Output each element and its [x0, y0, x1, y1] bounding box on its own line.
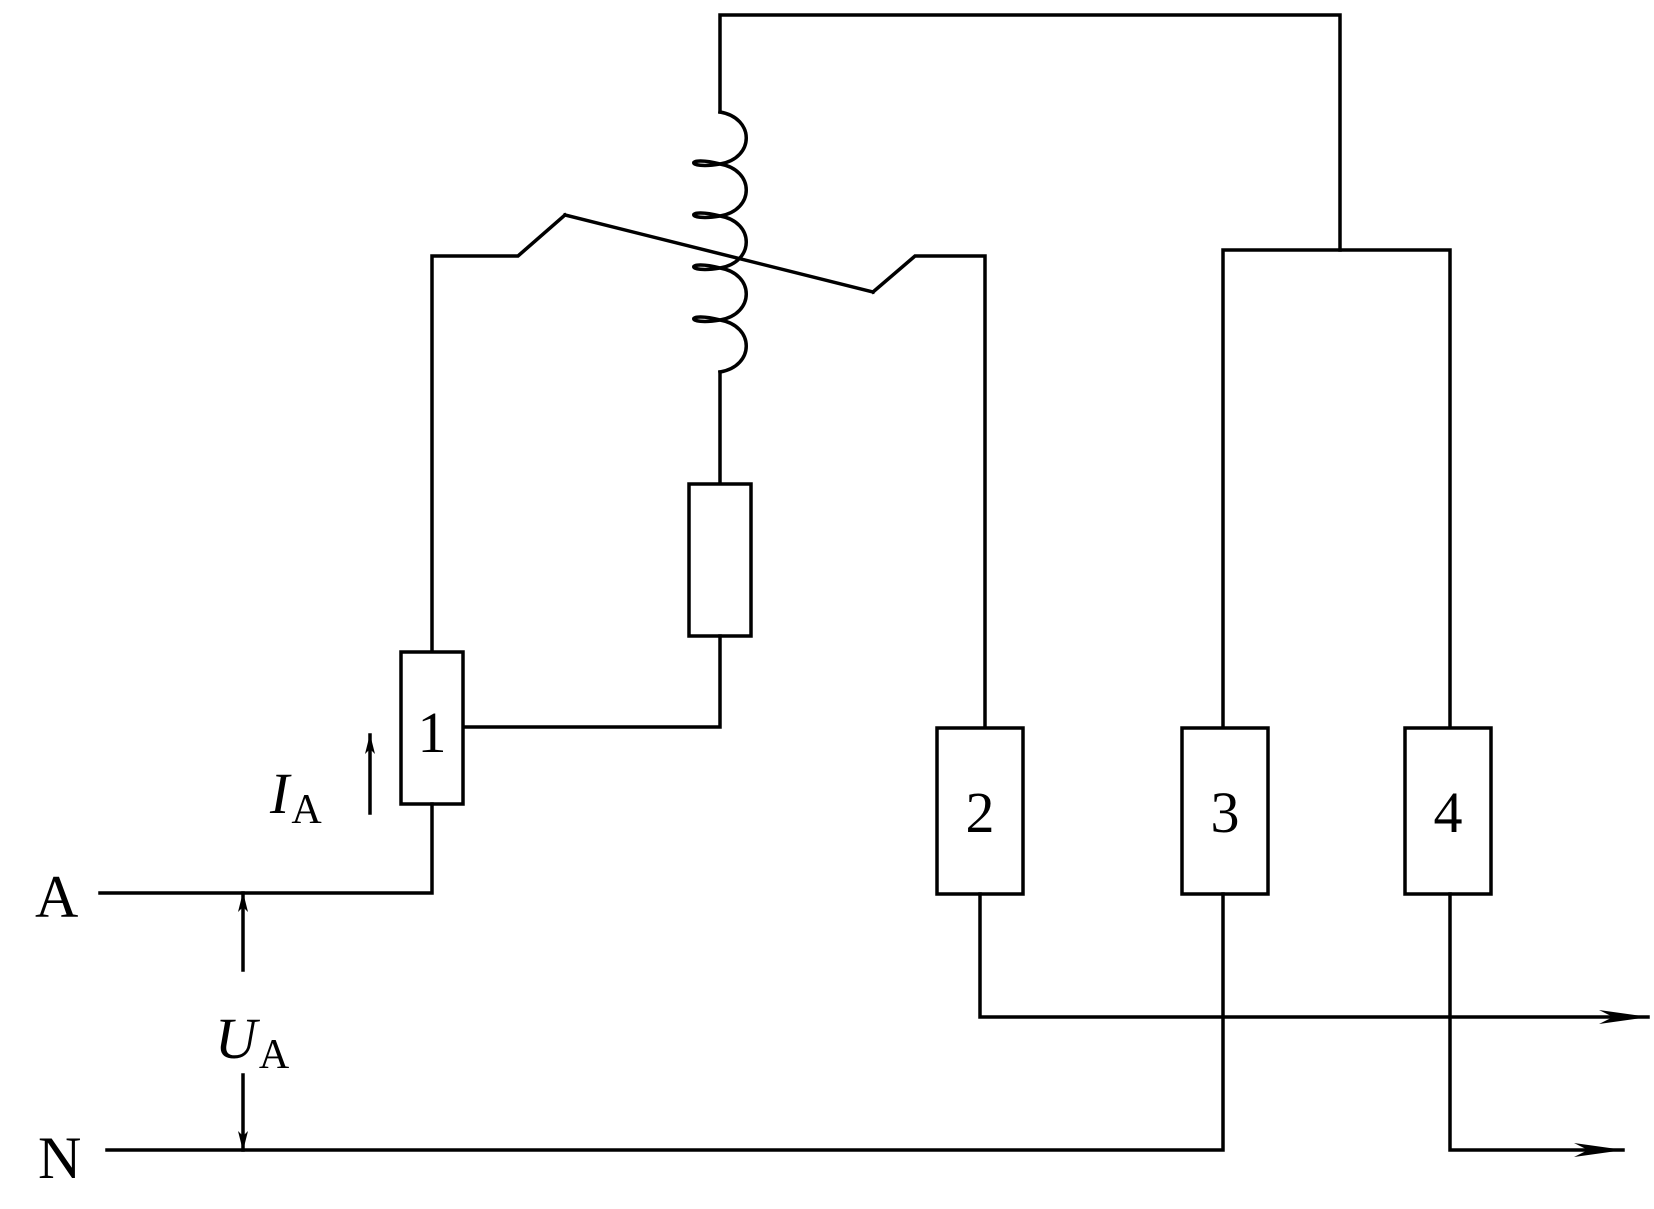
output-wire-terminal-2	[978, 892, 1650, 1024]
switch-blade	[562, 212, 876, 295]
terminal-3-box	[1180, 726, 1270, 896]
terminal-4-box	[1403, 726, 1493, 896]
terminal-2-label: 2	[966, 780, 995, 845]
terminal-3-label: 3	[1211, 780, 1240, 845]
right-bus-wire	[1221, 248, 1452, 730]
terminal-1-label: 1	[418, 700, 447, 765]
current-symbol: I	[269, 761, 292, 826]
line-n-label: N	[38, 1125, 81, 1191]
terminal-4-label: 4	[1434, 780, 1463, 845]
line-n-wire	[105, 892, 1225, 1152]
current-path-right-wire	[870, 254, 987, 730]
resistor-to-terminal1-wire	[461, 634, 722, 729]
voltage-symbol: U	[215, 1006, 261, 1071]
terminal-2-box	[935, 726, 1025, 896]
output-wire-terminal-4	[1448, 892, 1625, 1157]
current-subscript: A	[291, 787, 322, 833]
voltage-coil	[692, 109, 748, 375]
current-label: IA	[269, 761, 322, 833]
line-a-wire	[98, 802, 434, 895]
resistor	[687, 482, 753, 638]
top-loop-wire	[718, 13, 1342, 252]
current-path-left-wire	[430, 212, 568, 654]
voltage-subscript: A	[259, 1032, 290, 1078]
line-a-label: A	[35, 864, 78, 930]
voltage-label: UA	[215, 1006, 290, 1078]
